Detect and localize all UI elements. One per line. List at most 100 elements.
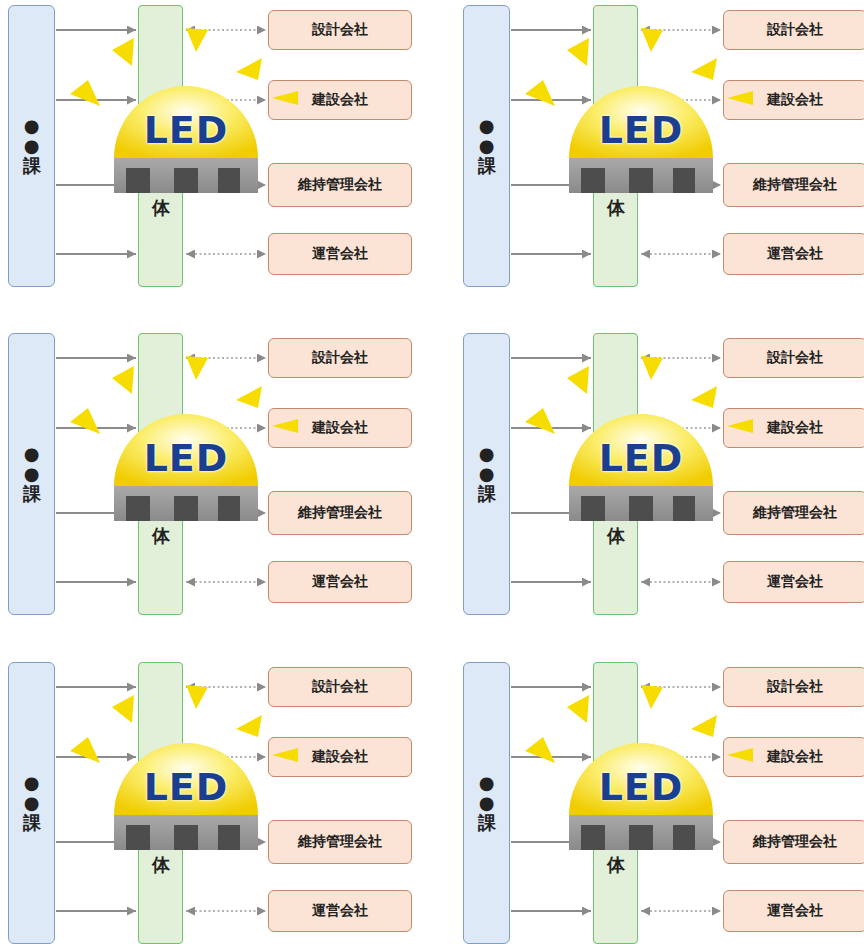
- dotted-double-arrow: [186, 99, 266, 101]
- company-name: 設計会社: [767, 349, 823, 367]
- dotted-double-arrow: [641, 427, 721, 429]
- company-name: 建設会社: [767, 419, 823, 437]
- led-lamp: [70, 356, 298, 521]
- flow-arrow: [56, 253, 136, 255]
- dotted-double-arrow: [641, 357, 721, 359]
- company-name: 維持管理会社: [298, 176, 382, 194]
- company-box: 建設会社: [268, 737, 412, 777]
- department-band: ●●課: [463, 662, 510, 944]
- dotted-double-arrow: [186, 686, 266, 688]
- led-lamp: [525, 356, 753, 521]
- dotted-double-arrow: [186, 756, 266, 758]
- company-name: 運営会社: [767, 245, 823, 263]
- lamp-label: LED: [144, 108, 229, 152]
- vertical-label: 体: [607, 526, 625, 546]
- department-band: ●●課: [463, 5, 510, 287]
- flow-arrow: [511, 910, 591, 912]
- flow-arrow: [56, 581, 136, 583]
- dotted-double-arrow: [641, 184, 721, 186]
- department-band: ●●課: [8, 333, 55, 615]
- dotted-double-arrow: [186, 910, 266, 912]
- company-box: 維持管理会社: [723, 491, 864, 535]
- dotted-double-arrow: [186, 427, 266, 429]
- flow-arrow: [56, 686, 136, 688]
- company-name: 建設会社: [312, 91, 368, 109]
- company-box: 維持管理会社: [723, 820, 864, 864]
- dotted-double-arrow: [641, 512, 721, 514]
- company-name: 維持管理会社: [298, 504, 382, 522]
- led-lamp: [525, 28, 753, 193]
- company-box: 維持管理会社: [268, 163, 412, 207]
- company-name: 運営会社: [312, 245, 368, 263]
- company-box: 設計会社: [268, 10, 412, 50]
- company-box: 建設会社: [268, 80, 412, 120]
- company-name: 建設会社: [767, 91, 823, 109]
- company-box: 建設会社: [723, 408, 864, 448]
- dotted-double-arrow: [641, 99, 721, 101]
- company-name: 運営会社: [767, 573, 823, 591]
- led-lamp: [70, 28, 298, 193]
- company-box: 維持管理会社: [268, 491, 412, 535]
- vertical-label: 体: [152, 198, 170, 218]
- flow-arrow: [56, 29, 136, 31]
- dotted-double-arrow: [186, 184, 266, 186]
- department-band: ●●課: [8, 662, 55, 944]
- flow-arrow: [56, 512, 136, 514]
- vertical-label: 体: [152, 855, 170, 875]
- company-box: 運営会社: [723, 890, 864, 932]
- dotted-double-arrow: [641, 756, 721, 758]
- dotted-double-arrow: [641, 686, 721, 688]
- company-box: 建設会社: [723, 737, 864, 777]
- dotted-double-arrow: [641, 253, 721, 255]
- company-box: 運営会社: [268, 233, 412, 275]
- flow-arrow: [511, 512, 591, 514]
- dotted-double-arrow: [186, 29, 266, 31]
- flow-arrow: [56, 910, 136, 912]
- lamp-label: LED: [599, 108, 684, 152]
- dotted-double-arrow: [186, 841, 266, 843]
- company-box: 設計会社: [268, 338, 412, 378]
- lamp-label: LED: [144, 436, 229, 480]
- flow-arrow: [56, 184, 136, 186]
- flow-arrow: [511, 99, 591, 101]
- company-name: 維持管理会社: [753, 504, 837, 522]
- company-name: 維持管理会社: [753, 176, 837, 194]
- company-box: 運営会社: [268, 561, 412, 603]
- flow-arrow: [511, 253, 591, 255]
- dotted-double-arrow: [641, 841, 721, 843]
- dotted-double-arrow: [641, 581, 721, 583]
- flow-arrow: [511, 686, 591, 688]
- dotted-double-arrow: [186, 512, 266, 514]
- flow-arrow: [511, 357, 591, 359]
- vertical-label: ●●課: [23, 444, 41, 503]
- vertical-label: ●●課: [23, 773, 41, 832]
- vertical-label: ●●課: [23, 116, 41, 175]
- lamp-label: LED: [599, 765, 684, 809]
- company-name: 設計会社: [312, 21, 368, 39]
- vertical-label: ●●課: [478, 773, 496, 832]
- vertical-label: ●●課: [478, 444, 496, 503]
- company-box: 維持管理会社: [268, 820, 412, 864]
- company-name: 維持管理会社: [298, 833, 382, 851]
- company-box: 維持管理会社: [723, 163, 864, 207]
- flow-arrow: [511, 841, 591, 843]
- flow-arrow: [56, 756, 136, 758]
- led-lamp: [70, 685, 298, 850]
- flow-arrow: [56, 357, 136, 359]
- flow-arrow: [511, 756, 591, 758]
- company-name: 設計会社: [767, 678, 823, 696]
- dotted-double-arrow: [186, 357, 266, 359]
- company-box: 運営会社: [723, 561, 864, 603]
- flow-arrow: [511, 29, 591, 31]
- company-name: 建設会社: [312, 419, 368, 437]
- dotted-double-arrow: [186, 581, 266, 583]
- company-name: 運営会社: [767, 902, 823, 920]
- flow-arrow: [511, 184, 591, 186]
- company-name: 設計会社: [312, 349, 368, 367]
- company-box: 建設会社: [723, 80, 864, 120]
- company-box: 運営会社: [723, 233, 864, 275]
- led-lamp: [525, 685, 753, 850]
